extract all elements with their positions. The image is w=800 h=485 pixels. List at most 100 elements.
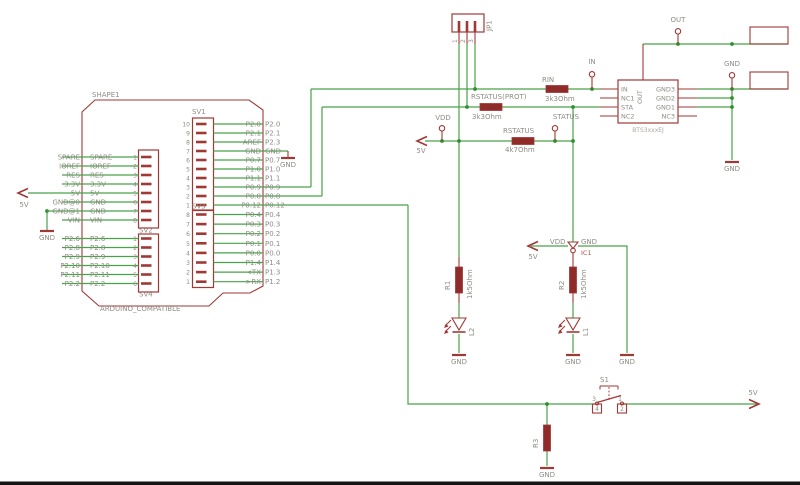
s1-pin3-number: 3 [592,396,596,403]
SV1-pin-4-name: P1.1 [246,175,261,183]
SV2-pin-6-net-label: GND@0 [52,199,80,207]
SV2-pin-1-name: SPARE [90,154,112,162]
header-sv1-label: SV1 [192,108,206,116]
r2-name: R2 [558,281,566,290]
supply-pin-icon [438,125,446,132]
jp1-pin2-number: 2 [460,39,467,43]
chip-pin-in: IN [621,86,628,94]
SV3-pin-6-name: P0.2 [246,230,261,238]
ground-symbol-l2: GND [451,353,467,366]
rstatus-value: 4k7Ohm [505,146,535,154]
r1-body [455,266,463,294]
high-side-switch-ic: IN NC1 STA NC2 GND3 GND2 GND1 NC3 OUT BT… [600,44,697,134]
SV2-pin-3-name: RES [90,172,104,180]
vdd-pin-triangle-icon [566,241,580,250]
ground-symbol-r3: GND [539,466,555,479]
SV2-pin-7-net-label: GND@1 [52,208,80,216]
supply-pin-icon [551,125,559,132]
ground-symbol-chip: GND [724,160,740,173]
gnd-supply-pin: GND [724,60,740,89]
arrow-left-icon [526,240,539,252]
supply-5v-label: 5V [416,147,425,155]
l1-name: L1 [582,328,590,336]
SV4-pin-1-name: P2.6 [90,235,106,243]
ground-label: GND [724,165,740,173]
r3-name: R3 [532,439,540,448]
SV4-pin-2-number: 2 [133,245,137,252]
supply-pin-icon [728,72,736,79]
jp1-pin3-number: 3 [468,39,475,43]
SV3-pin-1-number: 1 [186,279,190,286]
header-sv4-label: SV4 [139,291,153,299]
resistor-rstatus-prot: RSTATUS(PROT) 3k3Ohm [471,93,527,121]
header-sv4: SV4 1P2.6P2.62P2.8P2.83P2.9P2.94P2.10P2.… [60,233,160,299]
SV4-pin-1-number: 1 [133,236,137,243]
chip-pin-out: OUT [636,90,644,104]
SV2-pin-5-net-label: 5V [71,190,80,198]
SV1-pin-5-number: 5 [186,167,190,174]
SV2-pin-1-net-label: SPARE [58,154,80,162]
chip-pin-nc3: NC3 [661,113,675,121]
ground-symbol-left: GND [39,229,55,242]
SV2-pin-3-number: 3 [133,173,137,180]
rin-name: RIN [542,76,554,84]
SV1-pin-7-number: 7 [186,149,190,156]
ground-label: GND [39,234,55,242]
shape-outline [81,99,264,307]
SV4-pin-5-number: 5 [133,272,137,279]
in-label: IN [588,58,595,66]
SV4-pin-4-number: 4 [133,263,137,270]
SV3-pin-7-net-label: P0.3 [265,221,280,229]
chip-pin-gnd1: GND1 [656,104,675,112]
SV1-pin-8-net-label: P2.3 [265,139,280,147]
SV1-pin-10-name: P2.0 [246,121,261,129]
SV1-pin-9-number: 9 [186,131,190,138]
SV3-pin-3-name: P1.4 [246,259,262,267]
supply-5v-label: 5V [19,201,28,209]
supply-pin-icon [674,28,682,35]
SV1-pin-6-net-label: P0.7 [265,157,280,165]
resistor-rstatus: RSTATUS 4k7Ohm [503,127,535,154]
SV1-pin-2-name: P0.8 [246,193,261,201]
SV1-pin-2-number: 2 [186,194,190,201]
jp1-pin1-number: 1 [452,39,459,43]
chip-pin-sta: STA [621,104,634,112]
SV1-pin-1-name: P0.12 [241,202,261,210]
window-bottom-border [0,481,800,485]
led-l2: L2 [444,317,476,336]
SV4-pin-6-net-label: P2.2 [65,280,80,288]
ic1-vdd-label: VDD [550,238,566,246]
SV3-pin-5-net-label: P0.1 [265,240,280,248]
SV3-pin-2-name: <TX [246,269,261,277]
SV4-pin-3-net-label: P2.9 [65,253,80,261]
ground-label: GND [565,358,581,366]
SV2-pin-2-number: 2 [133,164,137,171]
rstatus-prot-name: RSTATUS(PROT) [471,93,527,101]
SV1-pin-9-name: P2.1 [246,130,261,138]
SV4-pin-3-name: P2.9 [90,253,105,261]
rstatus-name: RSTATUS [503,127,535,135]
SV2-pin-5-number: 5 [133,191,137,198]
status-label: STATUS [553,113,580,121]
SV2-pin-2-net-label: IOREF [59,163,80,171]
supply-5v-label: 5V [528,253,537,261]
SV3-pin-7-name: P0.3 [246,221,261,229]
r1-name: R1 [444,281,452,290]
arrow-left-icon [16,187,29,199]
chip-outline [617,79,679,124]
SV1-pin-6-name: P0.7 [246,157,261,165]
SV1-pin-7-name: GND [245,148,261,156]
SV2-pin-8-name: VIN [90,217,102,225]
SV1-pin-1-net-label: P0.12 [265,202,285,210]
arrow-right-icon [748,398,761,410]
wire-p012-riser [407,205,757,405]
arduino-shape: SHAPE1 ARDUINO_COMPATIBLE [81,91,264,313]
SV3-pin-8-number: 8 [186,212,190,219]
ground-symbol-sv1: GND [280,151,296,169]
ic1-power-symbol: VDD GND IC1 [550,238,597,257]
SV3-pin-3-net-label: P1.4 [265,259,281,267]
SV1-pin-2-net-label: P0.8 [265,193,280,201]
SV4-pin-5-name: P2.11 [90,271,110,279]
r2-value: 1k5Ohm [580,269,588,299]
